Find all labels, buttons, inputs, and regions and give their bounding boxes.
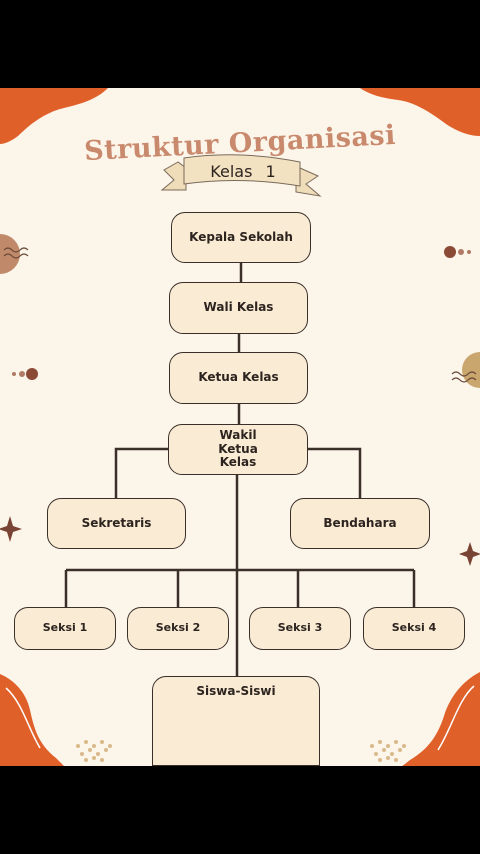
node-bendahara: Bendahara xyxy=(290,498,430,549)
node-wakil-ketua-kelas: Wakil Ketua Kelas xyxy=(168,424,308,475)
corner-blob-top-right xyxy=(360,88,480,136)
corner-blob-top-left xyxy=(0,88,108,144)
chart-subtitle: Kelas 1 xyxy=(210,162,276,181)
ribbon-banner xyxy=(160,154,322,197)
node-wali-kelas: Wali Kelas xyxy=(169,282,308,334)
node-sekretaris: Sekretaris xyxy=(47,498,186,549)
dots-bottom-right xyxy=(370,740,406,762)
node-seksi-3: Seksi 3 xyxy=(249,607,351,650)
connectors xyxy=(64,263,416,678)
dot-right-large xyxy=(444,246,456,258)
dots-bottom-left xyxy=(76,740,112,762)
node-siswa-siswi: Siswa-Siswi xyxy=(152,676,320,766)
node-seksi-4: Seksi 4 xyxy=(363,607,465,650)
sparkle-left xyxy=(0,516,22,542)
org-chart-poster: Struktur Organisasi Kelas 1 Kepala Sekol… xyxy=(0,88,480,766)
node-seksi-1: Seksi 1 xyxy=(14,607,116,650)
sparkle-right xyxy=(459,542,480,566)
corner-blob-bottom-right xyxy=(402,672,480,766)
decorations xyxy=(0,88,480,766)
corner-blob-bottom-left xyxy=(0,674,64,766)
dot-left-large xyxy=(26,368,38,380)
node-kepala-sekolah: Kepala Sekolah xyxy=(171,212,311,263)
node-seksi-2: Seksi 2 xyxy=(127,607,229,650)
half-circle-right xyxy=(462,352,480,388)
node-ketua-kelas: Ketua Kelas xyxy=(169,352,308,404)
